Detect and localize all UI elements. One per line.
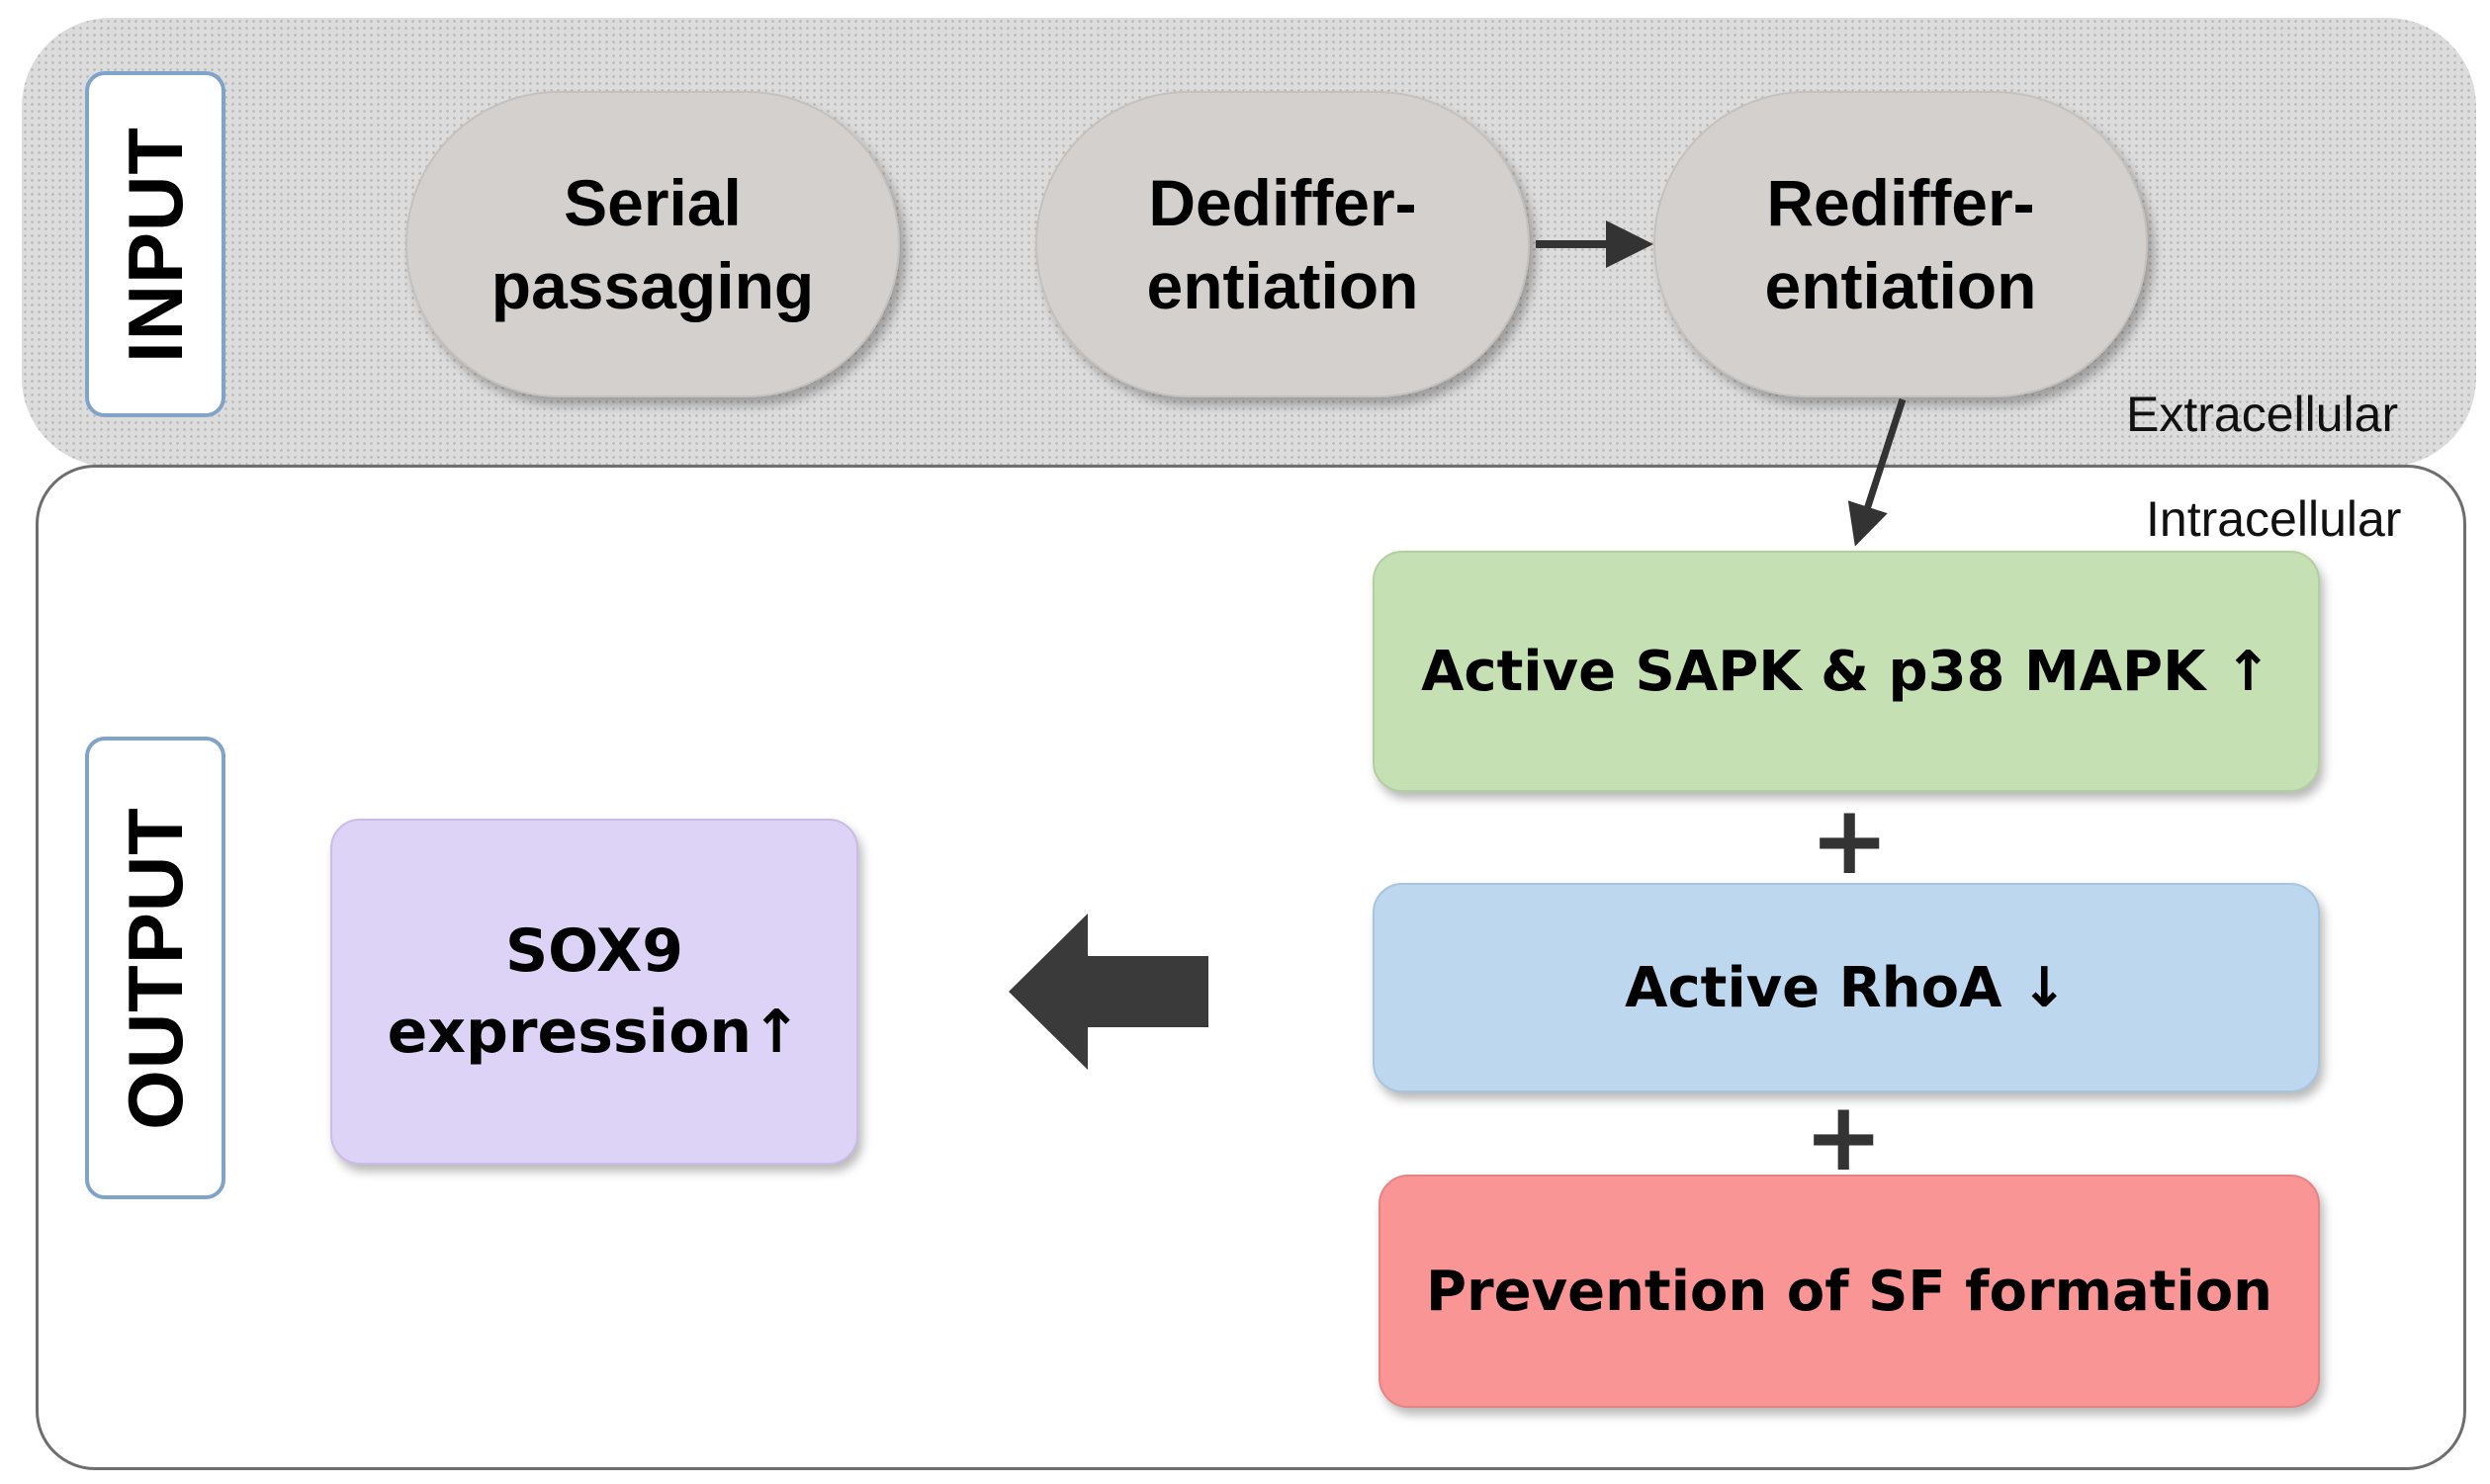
kinase-activation-text: Active SAPK & p38 MAPK ↑: [1421, 639, 2271, 704]
intracellular-label: Intracellular: [2146, 491, 2402, 547]
serial-passaging-line1: Serial: [564, 166, 742, 239]
input-label-box: INPUT: [85, 71, 225, 417]
input-label: INPUT: [111, 126, 199, 363]
plus-sign-2: +: [1804, 1082, 1884, 1192]
redifferentiation-line1: Rediffer-: [1766, 166, 2035, 239]
output-label-box: OUTPUT: [85, 737, 225, 1199]
plus-sign-1: +: [1810, 785, 1890, 896]
serial-passaging-node: Serial passaging: [405, 91, 900, 397]
rhoa-box: Active RhoA ↓: [1373, 883, 2320, 1092]
kinase-activation-box: Active SAPK & p38 MAPK ↑: [1373, 551, 2320, 792]
redifferentiation-line2: entiation: [1764, 249, 2037, 322]
serial-passaging-line2: passaging: [490, 249, 815, 322]
extracellular-label: Extracellular: [2126, 387, 2399, 442]
dedifferentiation-line1: Dediffer-: [1148, 166, 1417, 239]
dedifferentiation-line2: entiation: [1146, 249, 1419, 322]
dedifferentiation-node: Dediffer- entiation: [1035, 91, 1530, 397]
sf-prevention-text: Prevention of SF formation: [1425, 1259, 2273, 1324]
sox9-line1: SOX9: [504, 917, 684, 986]
sf-prevention-box: Prevention of SF formation: [1378, 1175, 2320, 1408]
sox9-line2: expression↑: [387, 998, 802, 1067]
output-label: OUTPUT: [111, 806, 199, 1130]
rhoa-text: Active RhoA ↓: [1625, 955, 2068, 1020]
redifferentiation-node: Rediffer- entiation: [1653, 91, 2148, 397]
sox9-output-box: SOX9 expression↑: [330, 819, 858, 1165]
